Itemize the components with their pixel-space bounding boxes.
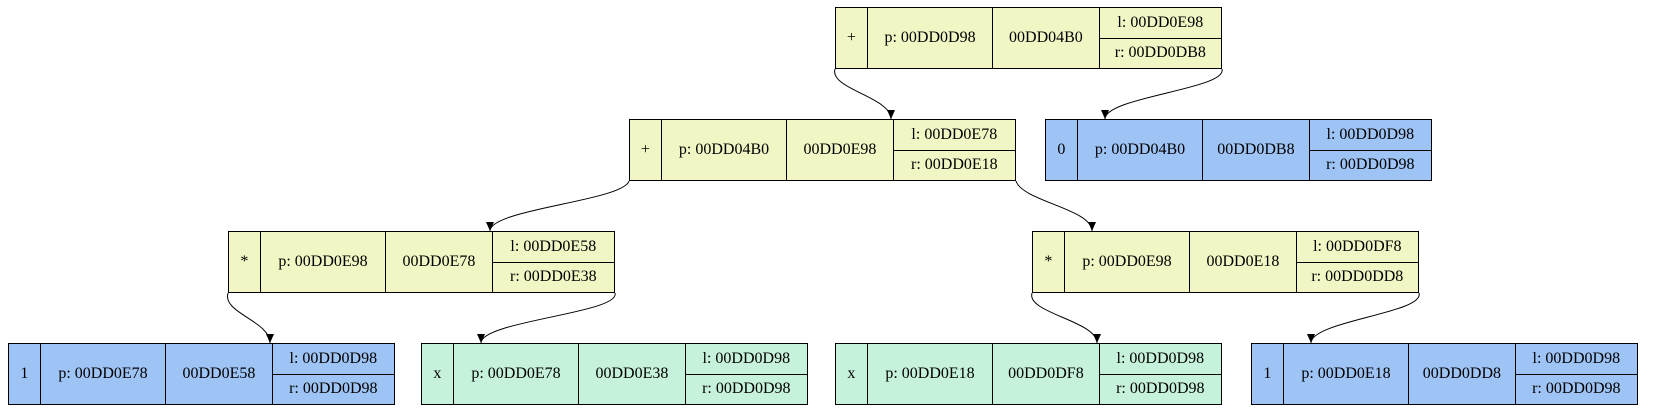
node-value: x: [422, 344, 454, 404]
node-parent-pointer: p: 00DD0E78: [454, 344, 580, 404]
node-left-pointer: l: 00DD0D98: [1099, 344, 1221, 375]
node-parent-pointer: p: 00DD0E98: [1065, 232, 1191, 292]
node-parent-pointer: p: 00DD0D98: [868, 8, 994, 68]
node-left-pointer: l: 00DD0D98: [1515, 344, 1637, 375]
node-children-pointers: l: 00DD0E98 r: 00DD0DB8: [1099, 8, 1221, 68]
node-address: 00DD0DF8: [993, 344, 1100, 404]
node-address: 00DD0DD8: [1409, 344, 1516, 404]
node-parent-pointer: p: 00DD04B0: [662, 120, 788, 180]
node-parent-pointer: p: 00DD0E98: [261, 232, 387, 292]
node-right-pointer: r: 00DD0D98: [702, 380, 791, 398]
node-children-pointers: l: 00DD0D98 r: 00DD0D98: [1309, 120, 1431, 180]
node-address: 00DD0E98: [787, 120, 894, 180]
node-address: 00DD04B0: [993, 8, 1100, 68]
node-parent-pointer: p: 00DD0E18: [868, 344, 994, 404]
node-address: 00DD0E58: [166, 344, 273, 404]
node-value: *: [1033, 232, 1065, 292]
node-value: 1: [1252, 344, 1284, 404]
node-left-pointer: l: 00DD0D98: [272, 344, 394, 375]
node-children-pointers: l: 00DD0E78 r: 00DD0E18: [893, 120, 1015, 180]
node-value: +: [836, 8, 868, 68]
node-left-pointer: l: 00DD0D98: [685, 344, 807, 375]
node-value: 0: [1046, 120, 1078, 180]
node-left-pointer: l: 00DD0E98: [1099, 8, 1221, 39]
tree-edge: [1101, 68, 1223, 120]
node-children-pointers: l: 00DD0D98 r: 00DD0D98: [685, 344, 807, 404]
tree-edge: [486, 180, 630, 232]
node-children-pointers: l: 00DD0DF8 r: 00DD0DD8: [1296, 232, 1418, 292]
node-address: 00DD0DB8: [1203, 120, 1310, 180]
node-left-pointer: l: 00DD0E78: [893, 120, 1015, 151]
node-right-pointer: r: 00DD0DB8: [1114, 44, 1206, 62]
node-parent-pointer: p: 00DD0E78: [41, 344, 167, 404]
node-address: 00DD0E18: [1190, 232, 1297, 292]
node-children-pointers: l: 00DD0E58 r: 00DD0E38: [492, 232, 614, 292]
tree-edge: [1015, 180, 1096, 232]
tree-edge: [227, 292, 274, 344]
node-right-pointer: r: 00DD0D98: [1326, 156, 1415, 174]
node-right-pointer: r: 00DD0D98: [1532, 380, 1621, 398]
node-value: x: [836, 344, 868, 404]
node-children-pointers: l: 00DD0D98 r: 00DD0D98: [1099, 344, 1221, 404]
node-children-pointers: l: 00DD0D98 r: 00DD0D98: [272, 344, 394, 404]
node-address: 00DD0E78: [386, 232, 493, 292]
node-value: 1: [9, 344, 41, 404]
node-right-pointer: r: 00DD0D98: [289, 380, 378, 398]
node-children-pointers: l: 00DD0D98 r: 00DD0D98: [1515, 344, 1637, 404]
node-left-pointer: l: 00DD0DF8: [1296, 232, 1418, 263]
node-left-pointer: l: 00DD0E58: [492, 232, 614, 263]
node-right-pointer: r: 00DD0E18: [910, 156, 998, 174]
node-parent-pointer: p: 00DD04B0: [1078, 120, 1204, 180]
node-value: *: [229, 232, 261, 292]
node-right-pointer: r: 00DD0E38: [509, 268, 597, 286]
tree-edge: [477, 292, 616, 344]
node-parent-pointer: p: 00DD0E18: [1284, 344, 1410, 404]
tree-edge: [834, 68, 895, 120]
tree-edge: [1307, 292, 1420, 344]
node-right-pointer: r: 00DD0D98: [1116, 380, 1205, 398]
tree-edge: [1031, 292, 1101, 344]
node-right-pointer: r: 00DD0DD8: [1311, 268, 1404, 286]
node-left-pointer: l: 00DD0D98: [1309, 120, 1431, 151]
node-value: +: [630, 120, 662, 180]
node-address: 00DD0E38: [579, 344, 686, 404]
